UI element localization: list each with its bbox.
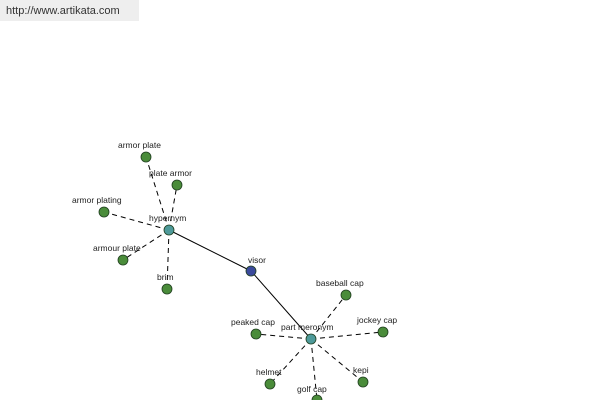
leaf-armor-plate-node[interactable] [140, 151, 152, 163]
edge-hypernym-armor-plate [145, 156, 170, 231]
hub-hypernym-node[interactable] [163, 224, 175, 236]
edge-hypernym-armour-plate [122, 229, 170, 261]
edge-part-meronym-golf-cap [310, 338, 318, 400]
edge-visor-part-meronym [250, 270, 312, 340]
leaf-jockey-cap-node[interactable] [377, 326, 389, 338]
graph-labels: armor plate plate armor armor plating armou… [72, 140, 397, 394]
leaf-golf-cap-label[interactable]: golf cap [297, 384, 327, 394]
edge-part-meronym-jockey-cap [310, 331, 384, 340]
leaf-plate-armor-node[interactable] [171, 179, 183, 191]
leaf-armor-plating-label[interactable]: armor plating [72, 195, 122, 205]
leaf-helmet-label[interactable]: helmet [256, 367, 282, 377]
graph-edges [103, 156, 384, 400]
leaf-baseball-cap-label[interactable]: baseball cap [316, 278, 364, 288]
url-bar: http://www.artikata.com [0, 0, 139, 21]
leaf-plate-armor-label[interactable]: plate armor [149, 168, 192, 178]
leaf-brim-label[interactable]: brim [157, 272, 174, 282]
leaf-peaked-cap-label[interactable]: peaked cap [231, 317, 275, 327]
leaf-helmet-node[interactable] [264, 378, 276, 390]
leaf-baseball-cap-node[interactable] [340, 289, 352, 301]
leaf-golf-cap-node[interactable] [311, 394, 323, 400]
hub-part-meronym-node[interactable] [305, 333, 317, 345]
hub-hypernym-label[interactable]: hypernym [149, 213, 186, 223]
edge-hypernym-armor-plating [103, 211, 170, 231]
leaf-peaked-cap-node[interactable] [250, 328, 262, 340]
leaf-armour-plate-node[interactable] [117, 254, 129, 266]
leaf-armor-plating-node[interactable] [98, 206, 110, 218]
leaf-jockey-cap-label[interactable]: jockey cap [356, 315, 397, 325]
leaf-brim-node[interactable] [161, 283, 173, 295]
leaf-kepi-node[interactable] [357, 376, 369, 388]
edge-hypernym-plate-armor [168, 184, 178, 231]
edge-part-meronym-kepi [310, 338, 364, 383]
edge-hypernym-brim [166, 229, 170, 290]
edge-part-meronym-peaked-cap [255, 333, 312, 340]
center-visor-node[interactable] [245, 265, 257, 277]
center-visor-label[interactable]: visor [248, 255, 266, 265]
hub-part-meronym-label[interactable]: part meronym [281, 322, 333, 332]
site-url-link[interactable]: http://www.artikata.com [6, 5, 120, 17]
graph-nodes [98, 151, 389, 400]
leaf-kepi-label[interactable]: kepi [353, 365, 369, 375]
edge-part-meronym-helmet [269, 338, 312, 385]
edge-visor-hypernym [168, 229, 252, 272]
leaf-armor-plate-label[interactable]: armor plate [118, 140, 161, 150]
leaf-armour-plate-label[interactable]: armour plate [93, 243, 141, 253]
edge-part-meronym-baseball-cap [310, 294, 347, 340]
